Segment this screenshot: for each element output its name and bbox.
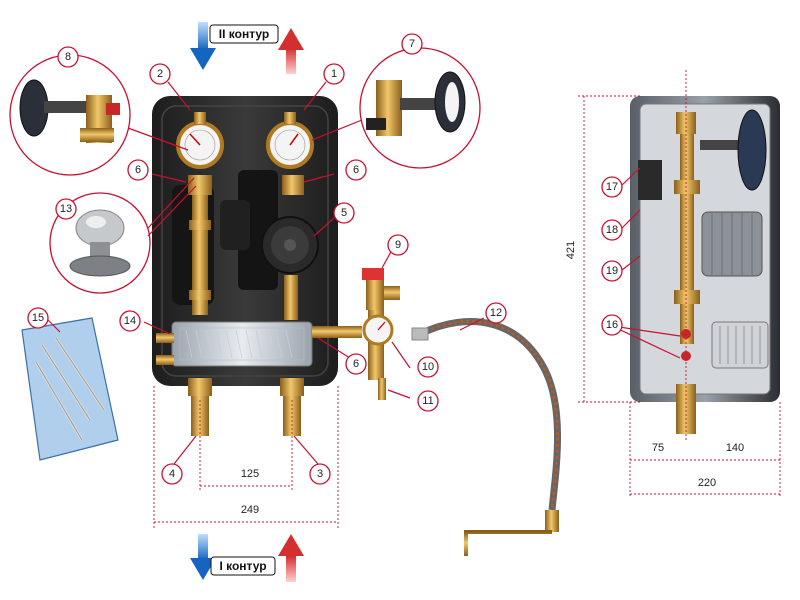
dim-side-back: 140 — [726, 442, 744, 454]
callout-3: 3 — [309, 463, 331, 485]
side-view — [630, 70, 780, 440]
callout-4-label: 4 — [169, 468, 175, 480]
up-flow-arrow-bottom — [278, 534, 304, 582]
callout-12-label: 12 — [490, 307, 502, 319]
callout-6b-label: 6 — [353, 164, 359, 176]
pressure-gauge — [362, 314, 394, 346]
callout-15: 15 — [27, 307, 49, 329]
down-flow-arrow-top — [190, 22, 216, 70]
up-flow-arrow-top — [278, 28, 304, 74]
callout-13: 13 — [55, 198, 77, 220]
callout-16-label: 16 — [606, 319, 618, 331]
main-module — [152, 96, 362, 436]
side-dimensions: 421 75 140 220 — [565, 95, 781, 498]
callout-leaders — [47, 81, 681, 465]
callout-6a-label: 6 — [135, 164, 141, 176]
callout-6c: 6 — [345, 353, 367, 375]
safety-valve-cap — [362, 268, 384, 280]
callout-7: 7 — [401, 33, 423, 55]
dim-side-total: 220 — [698, 477, 716, 489]
dim-side-front: 75 — [652, 442, 664, 454]
front-dimensions: 125 249 — [153, 386, 339, 528]
callout-6a: 6 — [127, 159, 149, 181]
callout-11: 11 — [417, 390, 439, 412]
contour-1-label: I контур — [219, 559, 266, 573]
bottom-outlets — [188, 378, 304, 436]
plate-heat-exchanger — [156, 321, 313, 367]
detail-circle-7 — [359, 47, 481, 169]
callout-6c-label: 6 — [353, 358, 359, 370]
callout-17: 17 — [601, 176, 623, 198]
safety-group — [362, 268, 400, 400]
callout-9: 9 — [387, 234, 409, 256]
callout-5-label: 5 — [341, 207, 347, 219]
callout-1-label: 1 — [331, 68, 337, 80]
callout-19: 19 — [601, 260, 623, 282]
down-flow-arrow-bottom — [190, 534, 216, 580]
top-flow-arrows: II контур — [190, 22, 304, 74]
callout-7-label: 7 — [409, 38, 415, 50]
callout-9-label: 9 — [395, 239, 401, 251]
callout-16: 16 — [601, 314, 623, 336]
callout-8: 8 — [57, 46, 79, 68]
callout-15-label: 15 — [32, 312, 44, 324]
flexible-hose — [411, 318, 562, 556]
dim-spacing: 125 — [241, 468, 259, 480]
bottom-flow-arrows: I контур — [190, 534, 304, 582]
callout-10-label: 10 — [422, 361, 434, 373]
thermometer-left — [176, 121, 224, 169]
callout-17-label: 17 — [606, 181, 618, 193]
left-pipe-assembly — [188, 175, 212, 315]
thermometer-right — [266, 121, 314, 169]
detail-circle-8 — [9, 54, 131, 176]
callout-4: 4 — [161, 463, 183, 485]
dim-height: 421 — [565, 241, 577, 259]
callout-14: 14 — [119, 310, 141, 332]
callout-19-label: 19 — [606, 265, 618, 277]
contour-2-label: II контур — [219, 27, 269, 41]
contour-2-badge: II контур — [209, 24, 279, 44]
callout-2-label: 2 — [157, 68, 163, 80]
detail-circle-13 — [49, 192, 151, 294]
callout-5: 5 — [333, 202, 355, 224]
callout-18: 18 — [601, 219, 623, 241]
mounting-kit-bag — [21, 317, 119, 461]
circulation-pump — [261, 216, 319, 274]
callout-18-label: 18 — [606, 224, 618, 236]
callout-13-label: 13 — [60, 203, 72, 215]
callout-8-label: 8 — [65, 51, 71, 63]
contour-1-badge: I контур — [210, 556, 276, 576]
callout-12: 12 — [485, 302, 507, 324]
callout-3-label: 3 — [317, 468, 323, 480]
callout-1: 1 — [323, 63, 345, 85]
callout-2: 2 — [149, 63, 171, 85]
callout-6b: 6 — [345, 159, 367, 181]
callout-11-label: 11 — [422, 395, 433, 407]
callout-14-label: 14 — [124, 315, 136, 327]
callout-10: 10 — [417, 356, 439, 378]
dim-width: 249 — [241, 504, 259, 516]
